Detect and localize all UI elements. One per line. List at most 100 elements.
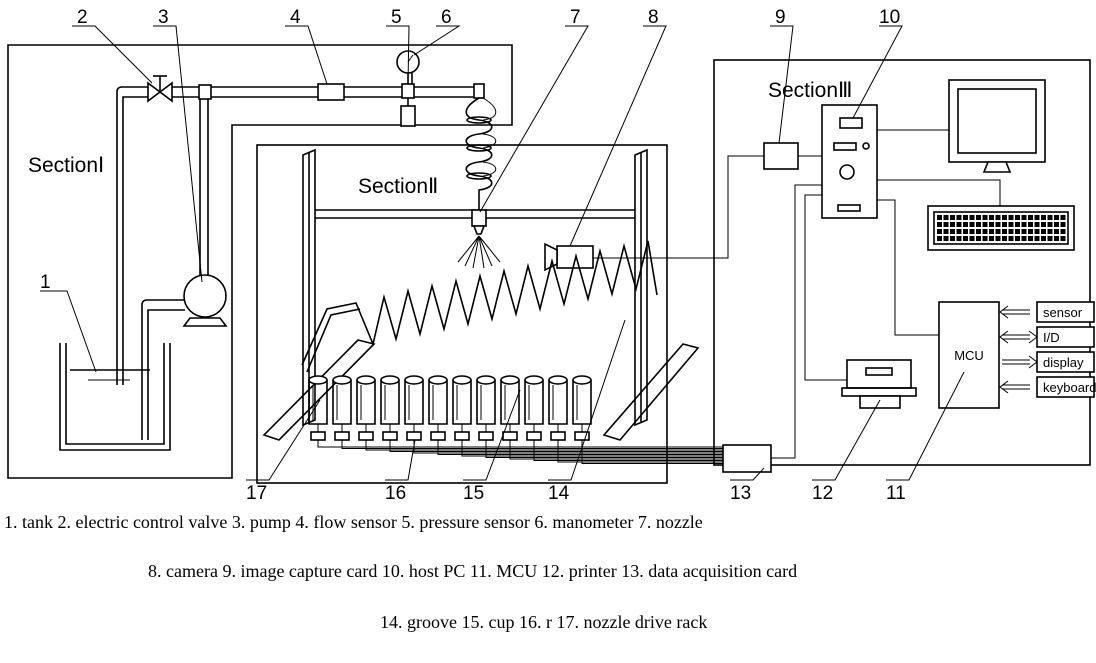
callout-2: 2 (77, 7, 88, 28)
key (1060, 215, 1066, 220)
key (976, 236, 981, 241)
key (1002, 222, 1007, 227)
section-3-box (713, 59, 1091, 466)
legend-line-3: 14. groove 15. cup 16. r 17. nozzle driv… (380, 612, 708, 632)
key (995, 215, 1001, 220)
mcu-port-label: I/D (1043, 330, 1060, 345)
key (976, 229, 981, 234)
cup-sensor (430, 424, 446, 441)
callout-11: 11 (886, 483, 906, 500)
image-capture-card (763, 142, 799, 170)
key (982, 222, 988, 227)
key (1060, 229, 1066, 234)
tank (59, 343, 171, 451)
cup (524, 375, 544, 425)
callout-8: 8 (648, 7, 659, 28)
data-acquisition-card (722, 444, 772, 473)
key (1028, 229, 1033, 234)
callout-12: 12 (812, 483, 833, 500)
key (995, 222, 1001, 227)
key (943, 215, 949, 220)
cup (572, 375, 592, 425)
key (989, 236, 994, 241)
key (1028, 236, 1033, 241)
key (969, 229, 975, 234)
callout-leaders (40, 25, 965, 481)
legend-line-1: 1. tank 2. electric control valve 3. pum… (4, 512, 703, 532)
key (963, 215, 968, 220)
key (995, 229, 1001, 234)
key (969, 236, 975, 241)
key (1041, 215, 1046, 220)
cup (404, 375, 424, 425)
cup (428, 375, 448, 425)
key (989, 215, 994, 220)
key (943, 236, 949, 241)
monitor (948, 79, 1046, 173)
key (982, 229, 988, 234)
key (1054, 236, 1059, 241)
key (1041, 236, 1046, 241)
cup-sensor (526, 424, 542, 441)
key (963, 236, 968, 241)
legend-line-2: 8. camera 9. image capture card 10. host… (148, 561, 798, 581)
key (1034, 215, 1040, 220)
cup-sensor (334, 424, 350, 441)
callout-1: 1 (40, 272, 51, 293)
cup-sensor (478, 424, 494, 441)
key (989, 229, 994, 234)
spray-test-system-diagram: SectionⅠ SectionⅡ SectionⅢ (7, 7, 1096, 500)
sensor-wire (389, 440, 723, 452)
callout-numbers: 1 2 3 4 5 6 7 8 9 10 11 12 13 14 15 16 1… (40, 7, 906, 500)
key (950, 229, 955, 234)
key (956, 222, 962, 227)
key (989, 222, 994, 227)
cup (380, 375, 400, 425)
key (1047, 215, 1053, 220)
key (1054, 215, 1059, 220)
sensor-wire (461, 440, 723, 457)
svg-text:MCU: MCU (954, 348, 984, 363)
key (1015, 222, 1020, 227)
key (1008, 215, 1014, 220)
section-1-box (7, 44, 513, 479)
key (976, 215, 981, 220)
key (1008, 222, 1014, 227)
mcu-port-1: sensor (999, 301, 1095, 323)
key (956, 229, 962, 234)
cup-sensor (310, 424, 326, 441)
sensor-wire (533, 440, 723, 461)
cup (356, 375, 376, 425)
mcu: MCU (938, 301, 1000, 409)
sensor-wire (509, 440, 723, 460)
cup-sensor (358, 424, 374, 441)
key (1028, 215, 1033, 220)
key (1015, 236, 1020, 241)
key (1041, 229, 1046, 234)
key (943, 222, 949, 227)
key (1047, 236, 1053, 241)
key (1002, 229, 1007, 234)
cup-sensor (550, 424, 566, 441)
nozzle-drive-rack (262, 339, 700, 441)
coiled-hose (465, 83, 497, 210)
sensor-wire (437, 440, 723, 455)
key (1008, 229, 1014, 234)
key (1021, 222, 1027, 227)
key (950, 215, 955, 220)
key (1015, 215, 1020, 220)
cup (452, 375, 472, 425)
key (1054, 229, 1059, 234)
key (956, 215, 962, 220)
cup (548, 375, 568, 425)
cup-sensor (454, 424, 470, 441)
key (1054, 222, 1059, 227)
sensor-wire (341, 440, 723, 449)
mcu-port-label: sensor (1043, 305, 1083, 320)
cups-row (308, 375, 723, 464)
callout-15: 15 (463, 483, 484, 500)
key (976, 222, 981, 227)
key (1002, 236, 1007, 241)
flow-sensor (317, 83, 345, 101)
callout-13: 13 (730, 483, 751, 500)
